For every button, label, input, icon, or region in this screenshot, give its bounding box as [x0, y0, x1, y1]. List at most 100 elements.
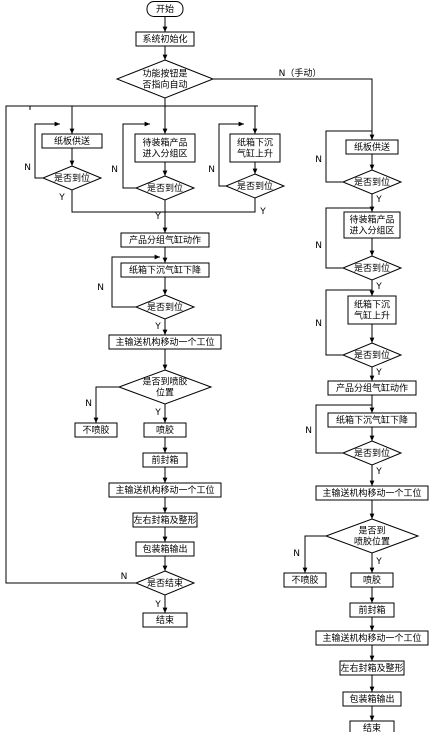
connector: [111, 254, 160, 308]
decision-diamond: [224, 173, 286, 199]
decision-m-d1: 是否到位: [341, 169, 403, 195]
node-label: 包装箱输出: [142, 543, 187, 555]
node-label-line: 纸箱下沉: [237, 137, 273, 149]
yes-label: Y: [154, 212, 161, 222]
connector: [34, 121, 60, 179]
process-m-end: 结束: [349, 720, 395, 732]
decision-diamond: [341, 440, 403, 466]
process-box: [108, 334, 222, 350]
process-box: [315, 485, 429, 501]
no-label: N: [208, 165, 215, 175]
connector: [218, 121, 244, 187]
yes-label: Y: [375, 467, 382, 477]
decision-m-d4: 是否到位: [341, 440, 403, 466]
no-label: N: [85, 399, 92, 409]
process-box: [143, 422, 187, 438]
process-m-group: 产品分组气缸动作: [327, 380, 417, 396]
process-m-glue: 喷胶: [350, 572, 394, 588]
decision-a-d4: 是否到位: [134, 294, 196, 320]
process-box: [142, 452, 188, 468]
node-label: 是否到位: [354, 262, 390, 274]
no-label: N: [293, 549, 300, 559]
decision-diamond: [341, 255, 403, 281]
connector: [325, 130, 372, 183]
process-a-group: 产品分组气缸动作: [120, 232, 210, 248]
process-a-move1: 主输送机构移动一个工位: [108, 334, 222, 350]
no-label: N: [97, 283, 104, 293]
node-label: 喷胶: [156, 424, 174, 436]
process-m-move2: 主输送机构移动一个工位: [315, 630, 429, 646]
process-m-seal: 左右封箱及整形: [339, 660, 405, 676]
no-label: N: [305, 426, 312, 436]
terminal-box: [146, 1, 184, 17]
process-box: [135, 31, 195, 47]
decision-diamond: [134, 175, 196, 201]
process-m-front: 前封箱: [349, 602, 395, 618]
process-box: [349, 720, 395, 732]
yes-label: Y: [154, 600, 161, 610]
process-box: [350, 572, 394, 588]
node-label: 主输送机构移动一个工位: [322, 487, 421, 499]
node-label-line: 待装箱产品: [142, 137, 187, 149]
node-label: 喷胶: [363, 574, 381, 586]
process-box: [342, 691, 402, 707]
process-a-board: 纸板供送: [41, 133, 103, 149]
decision-a-d3: 是否到位: [224, 173, 286, 199]
connector: [122, 121, 150, 189]
no-label: N: [24, 163, 31, 173]
decision-diamond: [324, 518, 420, 554]
flow-shapes: 开始系统初始化功能按钮是否指向自动纸板供送待装箱产品进入分组区纸箱下沉气缸上升是…: [41, 1, 429, 732]
connector: [5, 105, 136, 584]
process-a-down: 纸箱下沉气缸下降: [120, 262, 210, 278]
node-label-line: 是否到: [358, 525, 385, 537]
decision-a-d-end: 是否结束: [134, 570, 196, 596]
process-box: [142, 612, 188, 628]
node-label: 前封箱: [358, 604, 385, 616]
connector: [71, 190, 165, 213]
process-box: [283, 572, 327, 588]
node-label-line: 喷胶位置: [354, 536, 390, 548]
decision-diamond: [41, 165, 103, 191]
decision-m-d3: 是否到位: [341, 342, 403, 368]
node-label: 是否到位: [147, 182, 183, 194]
connector: [315, 404, 372, 454]
node-label: 左右封箱及整形: [133, 514, 196, 526]
node-label: 不喷胶: [82, 424, 109, 436]
decision-diamond: [134, 570, 196, 596]
yes-label: Y: [154, 408, 161, 418]
node-label-line: 位置: [156, 387, 174, 399]
node-label-line: 是否到喷胶: [142, 376, 187, 388]
process-m-out: 包装箱输出: [342, 691, 402, 707]
node-label: 是否到位: [54, 172, 90, 184]
process-box: [327, 412, 417, 428]
connector: [165, 198, 256, 213]
node-label: 结束: [363, 722, 381, 732]
connector: [302, 535, 326, 573]
decision-a-d2: 是否到位: [134, 175, 196, 201]
node-label: 结束: [156, 614, 174, 626]
connector: [93, 386, 119, 423]
node-label: 前封箱: [151, 454, 178, 466]
decision-a-d1: 是否到位: [41, 165, 103, 191]
process-a-front: 前封箱: [142, 452, 188, 468]
process-box: [343, 211, 401, 239]
process-init: 系统初始化: [135, 31, 195, 47]
yes-label: Y: [259, 207, 266, 217]
node-label: 纸箱下沉气缸下降: [336, 414, 408, 426]
process-box: [315, 630, 429, 646]
node-label-line: 否指向自动: [142, 79, 187, 91]
connector: [325, 289, 372, 356]
node-label: 纸板供送: [354, 141, 390, 153]
node-label: 是否结束: [147, 577, 183, 589]
no-label: N: [121, 572, 128, 582]
node-label: 是否到位: [147, 301, 183, 313]
no-label: N: [315, 319, 322, 329]
yes-label: Y: [58, 193, 65, 203]
yes-label: Y: [375, 557, 382, 567]
yes-label: Y: [375, 368, 382, 378]
